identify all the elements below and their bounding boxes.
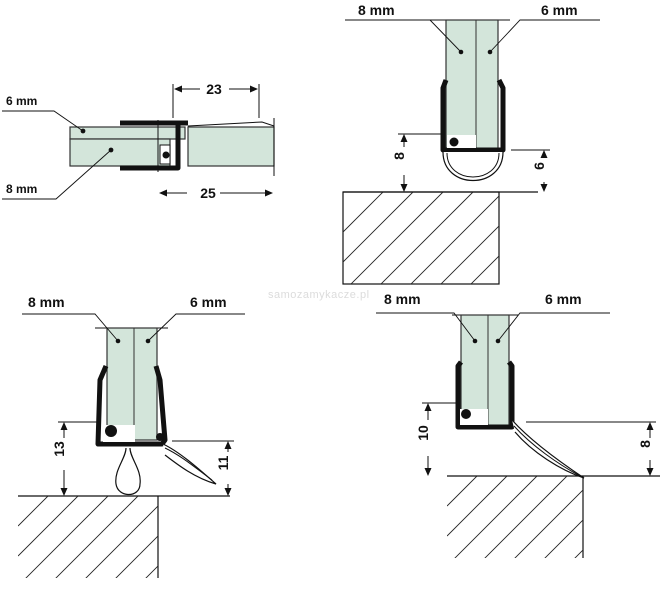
drip-seal — [162, 443, 217, 485]
diagram-bottom-left: 8 mm 6 mm 13 11 — [18, 294, 245, 578]
label-glass-6mm: 6 mm — [6, 94, 37, 108]
glass-pane-right — [187, 126, 275, 167]
bulb-seal — [115, 447, 141, 496]
floor-block — [342, 191, 500, 285]
label-glass-8mm: 8 mm — [384, 291, 421, 307]
label-glass-8mm: 8 mm — [358, 2, 395, 18]
label-glass-8mm: 8 mm — [28, 294, 65, 310]
glass-pane — [106, 327, 158, 441]
seal-profile — [120, 120, 181, 171]
dimension-13: 13 — [51, 441, 67, 457]
seal-profile — [455, 360, 515, 430]
diagram-bottom-right: 8 mm 6 mm 10 8 — [376, 291, 660, 558]
dimension-6: 6 — [531, 162, 547, 170]
glass-pane-8mm — [69, 138, 171, 167]
dimension-23: 23 — [206, 81, 222, 97]
diagram-top-left: 6 mm 8 mm 23 25 — [2, 81, 275, 201]
bulb-seal — [442, 151, 504, 182]
dimension-11: 11 — [215, 455, 231, 470]
label-glass-6mm: 6 mm — [545, 291, 582, 307]
glass-pane-6mm — [69, 126, 186, 140]
diagram-top-right: 8 mm 6 mm 8 6 — [342, 2, 600, 285]
dimension-8: 8 — [637, 440, 653, 448]
label-glass-8mm: 8 mm — [6, 182, 37, 196]
dimension-8: 8 — [391, 152, 407, 160]
label-glass-6mm: 6 mm — [541, 2, 578, 18]
watermark: samozamykacze.pl — [268, 289, 370, 301]
seal-profile — [95, 365, 168, 447]
label-glass-6mm: 6 mm — [190, 294, 227, 310]
glass-pane — [445, 19, 499, 151]
sweep-seal — [511, 419, 585, 479]
dimension-10: 10 — [415, 425, 431, 441]
dimension-25: 25 — [200, 185, 216, 201]
seal-profile — [440, 78, 506, 153]
